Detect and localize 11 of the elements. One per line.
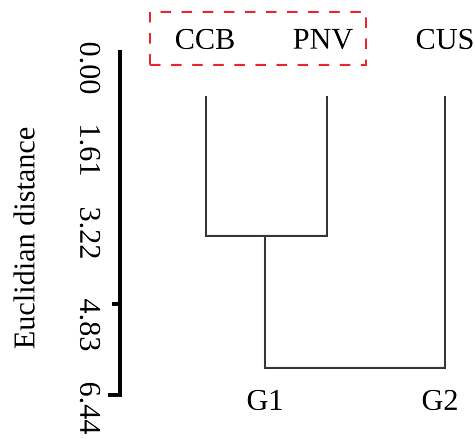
tick-label: 0.00 bbox=[80, 42, 100, 94]
group-label: G1 bbox=[248, 390, 282, 410]
tick-label: 3.22 bbox=[80, 208, 100, 258]
tick-label: 1.61 bbox=[80, 126, 100, 175]
tick-label: 4.83 bbox=[80, 299, 100, 350]
axis-title: Euclidian distance bbox=[13, 128, 35, 348]
leaf-label: CUS bbox=[416, 28, 472, 50]
leaf-label: PNV bbox=[294, 28, 353, 50]
leaf-label: CCB bbox=[176, 28, 234, 50]
group-label: G2 bbox=[422, 390, 457, 410]
tick-label: 6.44 bbox=[80, 382, 100, 434]
